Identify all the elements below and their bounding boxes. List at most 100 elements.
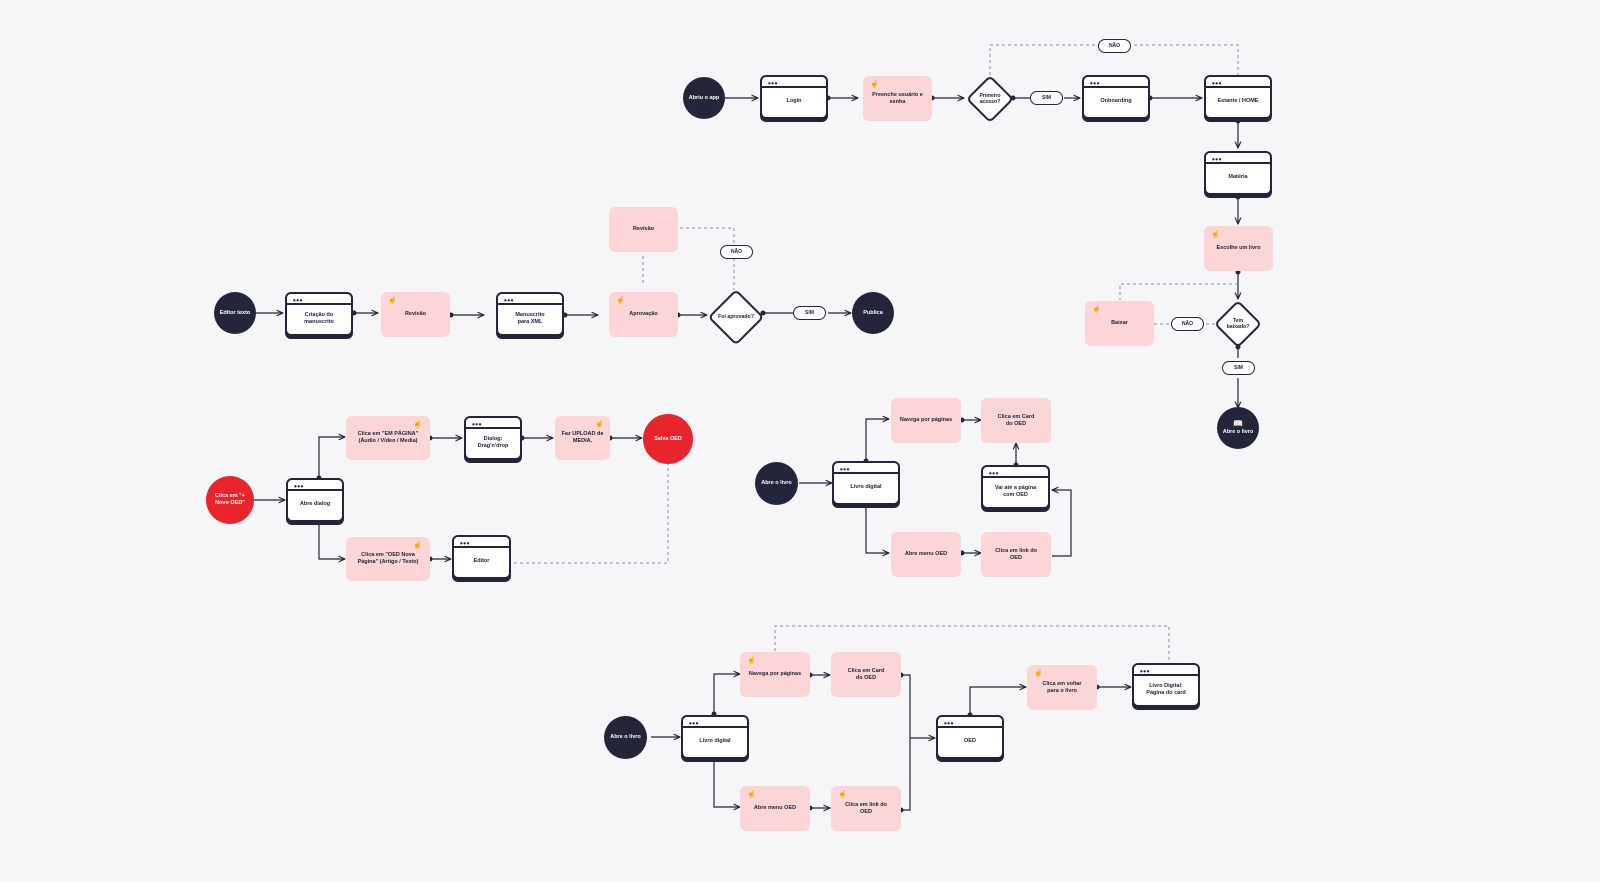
decision-tem-baixado[interactable]: Tem baixado? — [1214, 300, 1262, 348]
window-dots-icon: ••• — [768, 79, 778, 88]
edge — [969, 687, 1026, 715]
node-label: Vai até a página com OED — [994, 484, 1037, 498]
node-label: Abre menu OED — [753, 805, 797, 812]
decision-foi-aprovado[interactable]: Foi aprovado? — [708, 289, 764, 345]
screen-oed[interactable]: •••OED — [936, 715, 1004, 759]
hand-pointer-icon: ☝ — [747, 791, 756, 798]
label-nao: NÃO — [720, 245, 753, 259]
edge — [1052, 490, 1072, 557]
node-label: Clica em link do OED — [995, 547, 1037, 561]
action-clica-em-pagina[interactable]: ☝ Clica em "EM PÁGINA" (Áudio / Vídeo / M… — [346, 416, 430, 460]
screen-editor[interactable]: •••Editor — [452, 535, 511, 579]
node-label: Livro digital — [699, 738, 731, 745]
screen-dialog-drag[interactable]: ••• Dialog: Drag'n'drop — [464, 416, 522, 460]
screen-livro-pagina-card[interactable]: •••Livro Digital: Página do card — [1132, 663, 1200, 707]
window-dots-icon: ••• — [1212, 155, 1222, 164]
node-label: Navega por páginas — [748, 671, 802, 678]
node-label: Publica — [863, 309, 883, 316]
action-escolhe-livro[interactable]: ☝Escolhe um livro — [1204, 226, 1273, 271]
node-label: Clica em "+ Novo OED" — [215, 493, 245, 506]
action-clica-card[interactable]: Clica em Card do OED — [981, 398, 1051, 443]
window-dots-icon: ••• — [472, 420, 482, 429]
action-revisao[interactable]: ☝Revisão — [381, 292, 450, 337]
action-clica-voltar[interactable]: ☝Clica em voltar para o livro — [1027, 665, 1097, 710]
screen-livro-digital[interactable]: ••• Livro digital — [681, 715, 749, 759]
screen-criacao-manuscrito[interactable]: •••Criação do manuscrito — [285, 292, 353, 336]
start-abre-livro[interactable]: Abre o livro — [755, 462, 798, 505]
action-baixar[interactable]: ☝Baixar — [1085, 301, 1154, 346]
screen-vai-pagina[interactable]: ••• Vai até a página com OED — [981, 465, 1050, 509]
window-dots-icon: ••• — [944, 719, 954, 728]
edge-dashed — [511, 462, 669, 564]
action-navega-paginas[interactable]: Navega por páginas — [891, 398, 961, 443]
node-label: Criação do manuscrito — [304, 311, 334, 325]
node-label: Aprovação — [629, 311, 658, 318]
decision-primeiro-acesso[interactable]: Primeiro acesso? — [966, 75, 1014, 123]
node-label: Editor texto — [219, 309, 251, 316]
start-editor-texto[interactable]: Editor texto — [214, 292, 256, 334]
node-label: Livro digital — [850, 484, 882, 491]
screen-manuscrito-xml[interactable]: •••Manuscrito para XML — [496, 292, 564, 336]
edge — [865, 419, 889, 461]
node-label: Abriu o app — [688, 94, 720, 101]
edge-dashed — [680, 227, 735, 290]
window-dots-icon: ••• — [293, 296, 303, 305]
node-label: Clica em link do OED — [845, 801, 887, 815]
edge — [865, 505, 889, 553]
start-abriu-app[interactable]: Abriu o app — [683, 77, 725, 119]
action-aprovacao[interactable]: ☝Aprovação — [609, 292, 678, 337]
hand-pointer-icon: ☝ — [595, 421, 604, 428]
node-label: Clica em Card do OED — [997, 413, 1035, 427]
window-dots-icon: ••• — [989, 469, 999, 478]
label-sim: SIM — [1222, 361, 1255, 375]
screen-estante-home[interactable]: •••Estante / HOME — [1204, 75, 1272, 119]
end-publica[interactable]: Publica — [852, 292, 894, 334]
node-label: Login — [786, 98, 802, 105]
label-sim: SIM — [793, 306, 826, 320]
node-label: Abre o livro — [761, 480, 792, 487]
node-label: Clica em "EM PÁGINA" (Áudio / Vídeo / Me… — [357, 431, 419, 444]
node-label: Abre menu OED — [904, 551, 948, 558]
action-preenche-usuario[interactable]: ☝Preenche usuário e senha — [863, 76, 932, 121]
end-salva-oed[interactable]: Salva OED — [643, 414, 693, 464]
start-abre-livro[interactable]: Abre o livro — [604, 716, 647, 759]
action-clica-link[interactable]: Clica em link do OED — [981, 532, 1051, 577]
node-label: Escolhe um livro — [1216, 245, 1261, 252]
edge-dashed — [1119, 283, 1238, 300]
screen-materia[interactable]: ••• Matéria — [1204, 151, 1272, 195]
node-label: Livro Digital: Página do card — [1146, 682, 1186, 696]
node-label: Primeiro acesso? — [979, 92, 1001, 106]
node-label: Navega por páginas — [899, 417, 953, 424]
label-sim: SIM — [1030, 91, 1063, 105]
edge-dashed — [774, 625, 1170, 661]
action-abre-menu-oed[interactable]: Abre menu OED — [891, 532, 961, 577]
screen-onboarding[interactable]: •••Onboarding — [1082, 75, 1150, 119]
hand-pointer-icon: ☝ — [413, 421, 422, 428]
node-label: Abre o livro — [1222, 429, 1254, 436]
node-label: Revisão — [632, 226, 655, 233]
action-navega-paginas[interactable]: ☝ Navega por páginas — [740, 652, 810, 697]
node-label: Salva OED — [654, 435, 682, 442]
node-label: Manuscrito para XML — [515, 311, 545, 325]
hand-pointer-icon: ☝ — [870, 81, 879, 88]
window-dots-icon: ••• — [1212, 79, 1222, 88]
node-label: Clica em "OED Nova Página" (Artigo / Tex… — [357, 552, 419, 565]
node-label: Dialog: Drag'n'drop — [477, 435, 509, 449]
start-clica-novo-oed[interactable]: Clica em "+ Novo OED" — [206, 476, 254, 524]
action-clica-link[interactable]: ☝Clica em link do OED — [831, 786, 901, 831]
window-dots-icon: ••• — [689, 719, 699, 728]
action-clica-oed-nova-pagina[interactable]: ☝Clica em "OED Nova Página" (Artigo / Te… — [346, 537, 430, 581]
action-revisao-top[interactable]: Revisão — [609, 207, 678, 252]
node-label: Tem baixado? — [1226, 317, 1250, 331]
end-abre-livro[interactable]: 📖Abre o livro — [1217, 407, 1259, 449]
node-label: Matéria — [1228, 174, 1248, 181]
action-faz-upload[interactable]: ☝Faz UPLOAD de MEDIA. — [555, 416, 610, 460]
screen-livro-digital[interactable]: •••Livro digital — [832, 461, 900, 505]
screen-abre-dialog[interactable]: •••Abre dialog — [286, 478, 344, 522]
action-clica-card[interactable]: Clica em Card do OED — [831, 652, 901, 697]
action-abre-menu-oed[interactable]: ☝ Abre menu OED — [740, 786, 810, 831]
hand-pointer-icon: ☝ — [747, 657, 756, 664]
book-icon: 📖 — [1233, 419, 1243, 429]
screen-login[interactable]: ••• Login — [760, 75, 828, 119]
